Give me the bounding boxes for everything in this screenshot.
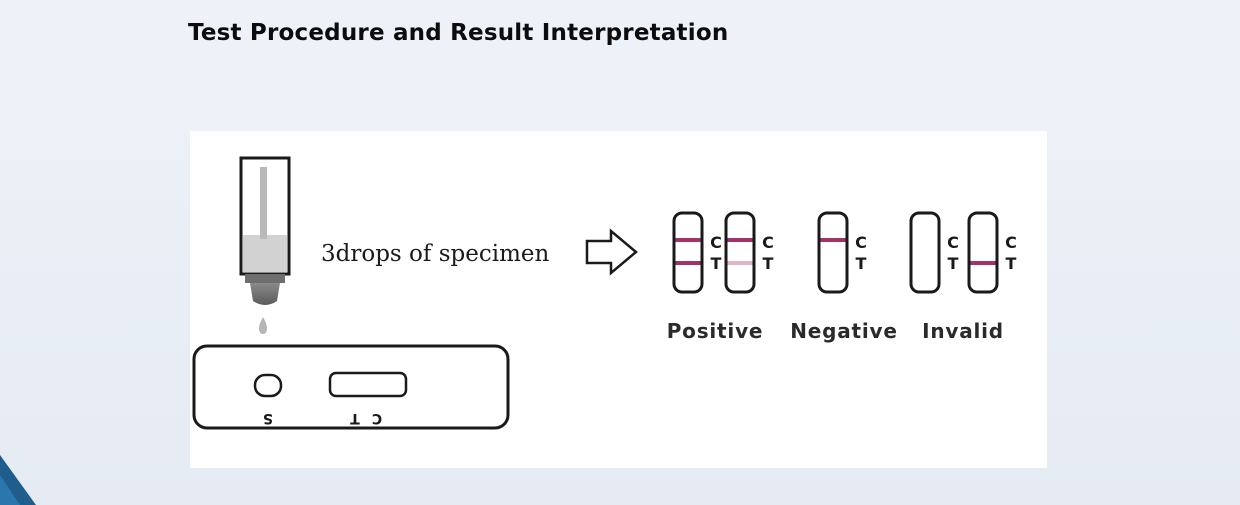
diagram-panel: 3drops of specimen S T C C T C T: [190, 131, 1047, 468]
test-line: [970, 261, 996, 265]
result-label-negative: Negative: [790, 319, 898, 343]
strip-control-label: C: [710, 233, 722, 252]
strip-test-label: T: [763, 254, 774, 273]
procedure-diagram: 3drops of specimen S T C C T C T: [192, 156, 1017, 430]
strip-control-label: C: [855, 233, 867, 252]
test-line: [727, 261, 753, 265]
sample-well-label: S: [263, 410, 273, 426]
test-cassette: S T C: [192, 344, 510, 430]
arrow-right-icon: [585, 228, 638, 276]
result-label-invalid: Invalid: [922, 319, 1004, 343]
result-label-positive: Positive: [667, 319, 764, 343]
test-line: [675, 261, 701, 265]
page-title: Test Procedure and Result Interpretation: [188, 20, 729, 46]
result-strip: C T: [909, 211, 959, 294]
result-strip: C T: [724, 211, 774, 294]
result-strip: C T: [817, 211, 867, 294]
strip-control-label: C: [947, 233, 959, 252]
control-line: [675, 238, 701, 242]
result-strip: C T: [967, 211, 1017, 294]
result-strip: C T: [672, 211, 722, 294]
control-line: [727, 238, 753, 242]
strip-test-label: T: [856, 254, 867, 273]
corner-accent: [0, 455, 36, 505]
cassette-control-label: C: [372, 410, 382, 426]
instruction-text: 3drops of specimen: [321, 241, 550, 267]
strip-test-label: T: [1006, 254, 1017, 273]
strip-control-label: C: [762, 233, 774, 252]
control-line: [820, 238, 846, 242]
strip-test-label: T: [711, 254, 722, 273]
sample-well: [253, 373, 283, 398]
strip-control-label: C: [1005, 233, 1017, 252]
dropper-bottle-icon: [239, 156, 291, 305]
falling-drop-icon: [259, 317, 267, 334]
result-window: [328, 371, 408, 398]
strip-test-label: T: [948, 254, 959, 273]
cassette-test-label: T: [350, 410, 360, 426]
